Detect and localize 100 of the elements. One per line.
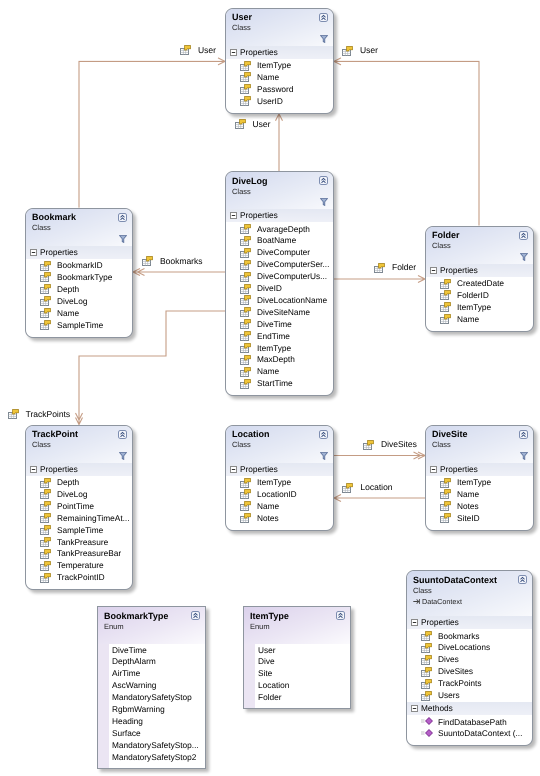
- property-name: TrackPoints: [438, 678, 482, 690]
- class-name: TrackPoint: [32, 429, 78, 440]
- section-header: Properties: [240, 46, 278, 59]
- property-name: Notes: [457, 500, 479, 512]
- association-arrow: [333, 57, 480, 226]
- enum-value: Dive: [258, 656, 275, 668]
- class-box: [225, 8, 334, 114]
- edge-label: User: [360, 45, 378, 56]
- class-name: SuuntoDataContext: [413, 574, 497, 586]
- enum-value: Heading: [112, 716, 143, 727]
- property-name: DiveComputerUs...: [257, 271, 328, 282]
- property-name: Bookmarks: [438, 630, 480, 642]
- property-name: ItemType: [257, 342, 292, 354]
- property-name: DiveSites: [438, 666, 474, 678]
- edge-label: DiveSites: [381, 439, 417, 450]
- property-name: ItemType: [257, 477, 292, 488]
- enum-value: DepthAlarm: [112, 656, 156, 668]
- property-name: StartTime: [257, 378, 293, 390]
- property-name: Dives: [438, 654, 459, 666]
- enum-name: ItemType: [250, 610, 289, 622]
- property-name: BoatName: [257, 235, 296, 246]
- class-box: [25, 208, 133, 338]
- property-name: Name: [457, 314, 480, 325]
- class-box: [425, 226, 534, 332]
- property-name: UserID: [257, 96, 283, 107]
- enum-value: MandatorySafetyStop2: [112, 752, 196, 763]
- property-name: DiveID: [257, 283, 282, 294]
- enum-value: DiveTime: [112, 644, 147, 656]
- section-header: Properties: [440, 264, 478, 276]
- class-name: User: [232, 12, 252, 24]
- class-box: [425, 424, 534, 531]
- method-name: SuuntoDataContext (...: [438, 728, 522, 740]
- enum-box: [97, 606, 206, 769]
- property-name: DiveComputer: [257, 247, 310, 258]
- property-name: AvarageDepth: [257, 224, 310, 234]
- property-name: SampleTime: [57, 524, 104, 536]
- enum-value: Surface: [112, 728, 141, 739]
- property-name: SampleTime: [57, 320, 104, 331]
- edge-label: Folder: [392, 262, 416, 274]
- association-arrow: [78, 57, 226, 208]
- property-name: DiveTime: [257, 318, 292, 330]
- class-name: Bookmark: [32, 212, 76, 224]
- property-name: TrackPointID: [57, 572, 105, 584]
- property-name: ItemType: [457, 477, 492, 488]
- class-name: Location: [232, 429, 270, 440]
- class-box: [225, 424, 334, 531]
- property-name: CreatedDate: [457, 278, 504, 289]
- property-name: TankPreasureBar: [57, 548, 122, 560]
- enum-value: MandatorySafetyStop: [112, 692, 192, 704]
- property-name: Password: [257, 84, 294, 95]
- enum-value: Site: [258, 668, 272, 680]
- property-name: DiveLocations: [438, 642, 490, 654]
- property-name: SiteID: [457, 512, 480, 524]
- property-name: Name: [457, 488, 480, 500]
- class-name: Folder: [432, 230, 460, 241]
- property-name: LocationID: [257, 488, 297, 500]
- edge-label: User: [198, 44, 216, 56]
- property-name: Name: [257, 500, 280, 512]
- edge-label: User: [252, 118, 270, 130]
- enum-value: MandatorySafetyStop...: [112, 740, 199, 751]
- enum-value: Folder: [258, 692, 282, 704]
- class-name: DiveSite: [432, 429, 468, 440]
- section-header: Properties: [240, 209, 278, 222]
- property-name: DiveLog: [57, 296, 88, 307]
- property-name: DiveComputerSer...: [257, 259, 330, 270]
- property-name: TankPreasure: [57, 536, 108, 548]
- property-name: Name: [257, 366, 280, 378]
- method-name: FindDatabasePath: [438, 716, 507, 728]
- class-box: [406, 570, 533, 746]
- section-header: Properties: [240, 462, 278, 476]
- property-name: Depth: [57, 284, 80, 295]
- edge-label: TrackPoints: [26, 408, 70, 420]
- association-arrow: [334, 274, 426, 284]
- property-name: DiveSiteName: [257, 306, 310, 318]
- property-name: FolderID: [457, 290, 489, 301]
- property-name: RemainingTimeAt...: [57, 512, 130, 524]
- section-header: Properties: [40, 462, 78, 476]
- property-name: Notes: [257, 512, 279, 524]
- edge-label: Location: [360, 482, 393, 494]
- property-name: Depth: [57, 477, 80, 488]
- class-name: DiveLog: [232, 176, 268, 186]
- property-name: BookmarkType: [57, 272, 112, 283]
- association-arrow: [274, 113, 284, 171]
- property-name: MaxDepth: [257, 354, 295, 366]
- enum-value: Location: [258, 680, 290, 692]
- edge-label: Bookmarks: [160, 256, 203, 266]
- property-name: ItemType: [257, 60, 292, 72]
- property-name: Name: [57, 308, 80, 319]
- section-header: Properties: [421, 616, 459, 629]
- property-name: BookmarkID: [57, 260, 103, 272]
- property-name: Users: [438, 690, 460, 701]
- property-name: Temperature: [57, 560, 104, 572]
- property-name: DiveLog: [57, 488, 88, 500]
- enum-value: AirTime: [112, 668, 140, 680]
- enum-name: BookmarkType: [104, 610, 168, 622]
- association-arrow: [333, 494, 425, 502]
- enum-box: [243, 606, 351, 710]
- section-header: Properties: [40, 246, 78, 259]
- property-name: DiveLocationName: [257, 294, 328, 306]
- enum-value: User: [258, 644, 276, 656]
